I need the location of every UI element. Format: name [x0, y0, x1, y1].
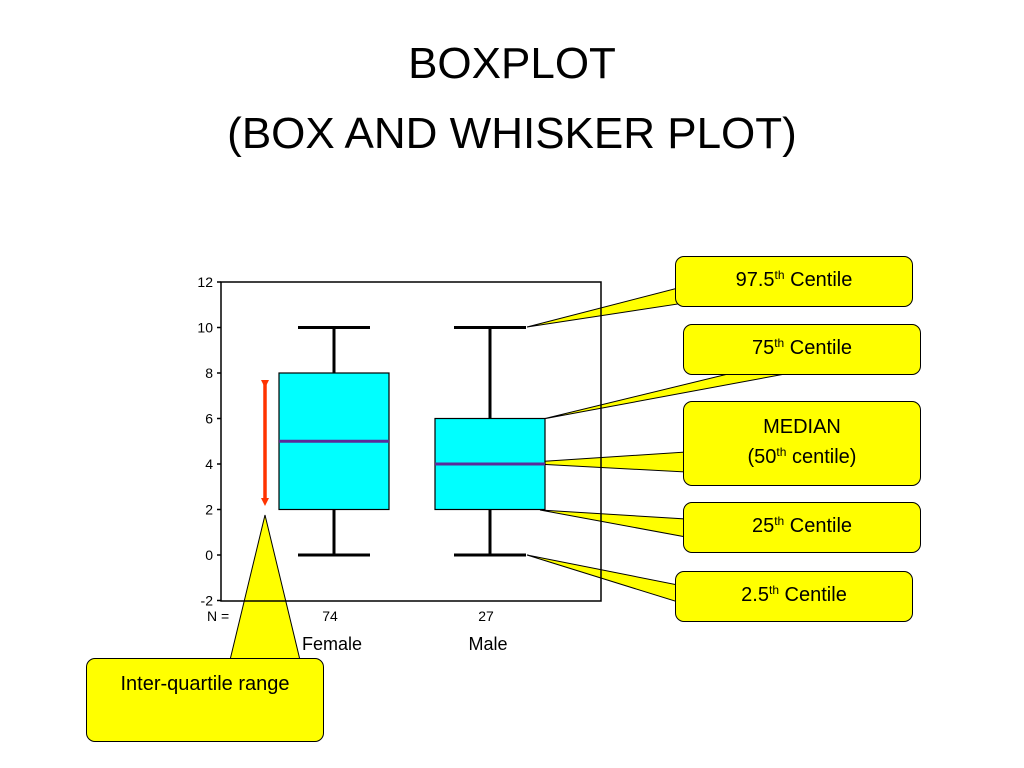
- pointer-25: [539, 509, 687, 538]
- x-category-label: Male: [468, 634, 507, 654]
- y-tick-label: 0: [205, 547, 213, 563]
- callout-75-centile: 75th Centile: [683, 324, 921, 375]
- n-label: N =: [207, 608, 229, 624]
- pointer-2-5: [526, 554, 679, 603]
- y-tick-label: 6: [205, 411, 213, 427]
- y-tick-label: 10: [197, 320, 213, 336]
- plot-frame: [220, 281, 602, 602]
- callout-2-5-centile: 2.5th Centile: [675, 571, 913, 622]
- pointer-975: [526, 287, 679, 328]
- x-category-label: Female: [302, 634, 362, 654]
- y-tick-label: 4: [205, 456, 213, 472]
- n-value: 74: [322, 608, 338, 624]
- slide-title-line2: (BOX AND WHISKER PLOT): [227, 109, 797, 158]
- n-value: 27: [478, 608, 494, 624]
- y-tick-label: 2: [205, 502, 213, 518]
- slide-title-line1: BOXPLOT: [408, 39, 616, 88]
- callout-median: MEDIAN (50th centile): [683, 401, 921, 486]
- pointer-iqr: [229, 514, 301, 661]
- callout-25-centile: 25th Centile: [683, 502, 921, 553]
- callout-inter-quartile-range: Inter-quartile range: [86, 658, 324, 742]
- y-tick-label: -2: [201, 593, 214, 609]
- callout-97-5-centile: 97.5th Centile: [675, 256, 913, 307]
- y-tick-label: 12: [197, 274, 213, 290]
- y-tick-label: 8: [205, 365, 213, 381]
